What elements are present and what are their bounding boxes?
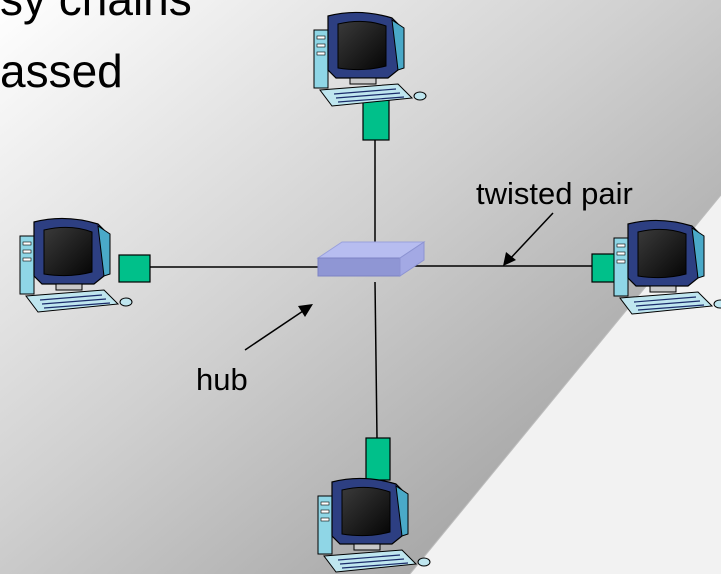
heading-line-2: assed xyxy=(0,45,123,97)
connector-bottom xyxy=(365,437,391,481)
cable-bottom xyxy=(374,281,378,439)
arrow-twisted-pair xyxy=(503,212,554,266)
twisted-pair-label: twisted pair xyxy=(476,176,633,211)
arrow-hub xyxy=(244,304,313,351)
heading-line-1: sy chains xyxy=(0,0,192,22)
connector-left xyxy=(118,254,151,283)
hub-label: hub xyxy=(196,362,248,397)
connector-top xyxy=(362,99,390,141)
hub-device-icon xyxy=(316,241,426,277)
